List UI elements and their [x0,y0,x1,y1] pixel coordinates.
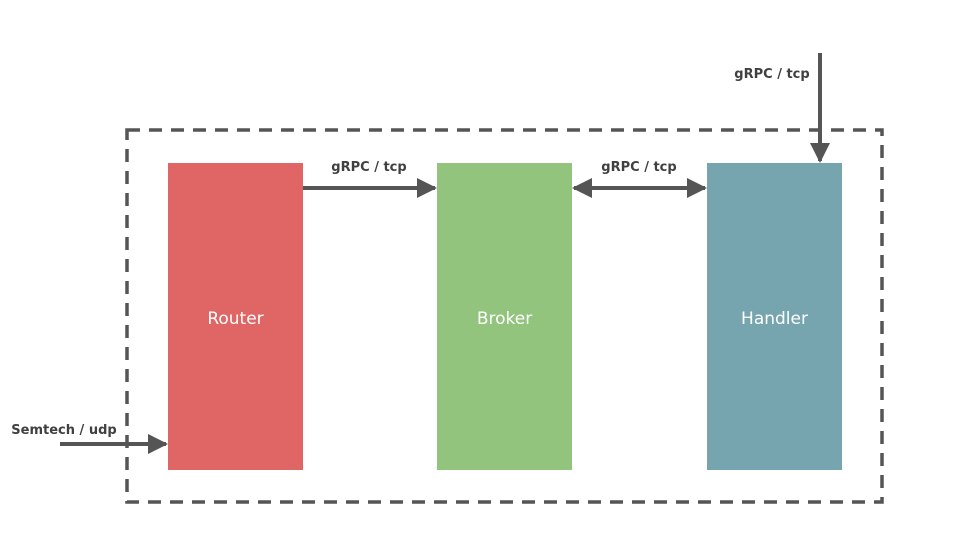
external-to-handler-label: gRPC / tcp [734,67,809,82]
broker-label: Broker [477,309,532,329]
handler-label: Handler [741,309,808,329]
external-to-router-label: Semtech / udp [11,423,116,438]
router-to-broker-label: gRPC / tcp [331,160,406,175]
router-label: Router [207,309,263,329]
system-boundary [125,128,884,504]
broker-handler-label: gRPC / tcp [601,160,676,175]
handler-node [707,163,842,470]
broker-node [437,163,572,470]
router-node [168,163,303,470]
